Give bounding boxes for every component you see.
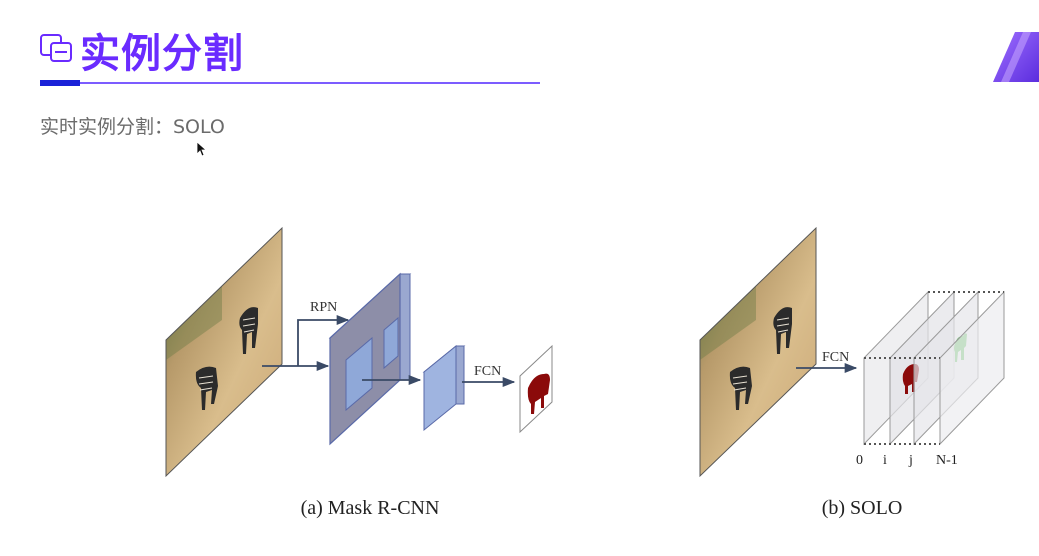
caption-b: (b) SOLO (822, 497, 903, 519)
corner-decoration (993, 32, 1039, 82)
category-grid-planes (863, 290, 1005, 446)
solo-diagram: FCN 0 i j N-1 (b) SOLO (699, 226, 1005, 519)
page-title: 实例分割 (80, 31, 244, 77)
input-image-b (699, 226, 817, 478)
input-image-a (165, 226, 283, 478)
grid-label-n-1: N-1 (936, 453, 958, 468)
fcn-label-a: FCN (474, 364, 501, 379)
mouse-cursor-icon (196, 141, 208, 157)
mask-output-a (519, 344, 553, 434)
grid-index-labels: 0 i j N-1 (856, 453, 958, 468)
mask-rcnn-diagram: RPN FCN (a) Mask R-CNN (165, 226, 553, 519)
caption-a: (a) Mask R-CNN (301, 497, 440, 519)
title-accent-bar (40, 80, 80, 86)
grid-label-j: j (908, 453, 913, 468)
backbone-feature-map (328, 272, 412, 446)
roi-feature-block (422, 344, 466, 432)
grid-label-i: i (883, 453, 887, 468)
rpn-label: RPN (310, 300, 337, 315)
grid-label-0: 0 (856, 453, 863, 468)
layers-icon (40, 34, 72, 62)
subtitle: 实时实例分割：SOLO (40, 116, 225, 138)
title-underline (40, 82, 540, 84)
title-area: 实例分割 (40, 26, 540, 86)
fcn-label-b: FCN (822, 350, 849, 365)
